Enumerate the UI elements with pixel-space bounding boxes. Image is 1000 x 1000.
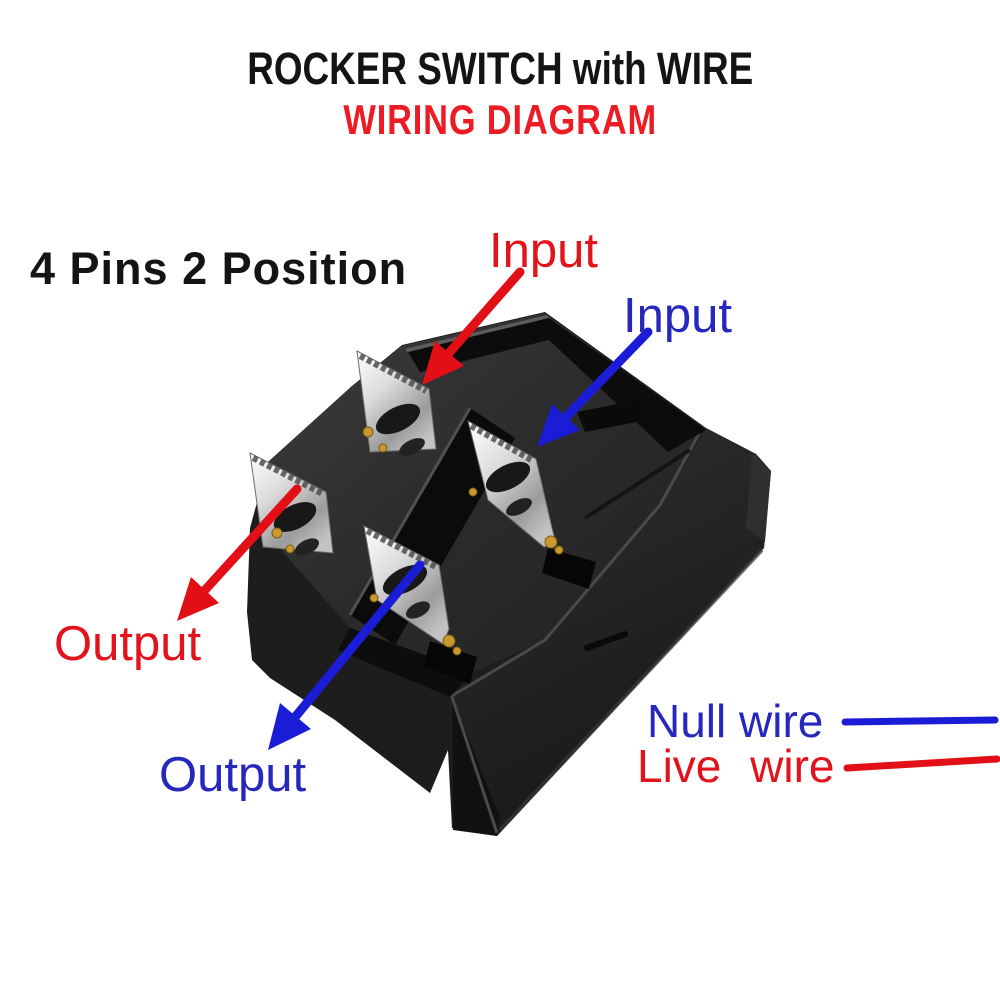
pin-left-hole-2 (294, 538, 320, 556)
pin-bottom-crimp-teeth (365, 528, 438, 570)
switch-side-notch (746, 452, 771, 542)
pin-bottom-solder (442, 634, 456, 648)
output-live-arrow-head (177, 577, 219, 621)
output-null-arrow-head (268, 703, 311, 750)
pin-top-left-solder-2 (378, 443, 388, 453)
annotation-arrows (177, 267, 1000, 772)
input-null-label: Input (623, 289, 732, 343)
pin-top-left-hole (375, 403, 421, 435)
pin-top-left-crimp-teeth (358, 353, 428, 394)
switch-back-wall-face (408, 318, 706, 452)
input-live-arrow-head (422, 341, 464, 385)
pin-position-heading: 4 Pins 2 Position (30, 243, 407, 294)
pin-bottom-solder-2 (452, 646, 462, 656)
switch-crease-highlight (449, 431, 702, 699)
output-live-label: Output (54, 617, 201, 671)
pin-top-left-hole-2 (399, 438, 425, 456)
live-wire-line (843, 755, 1000, 772)
switch-divider-top-edge (348, 407, 472, 616)
pin-top-left (356, 350, 437, 456)
switch-flange-dash (584, 631, 628, 651)
pin-left-plate (249, 452, 334, 554)
input-null-arrow-head (537, 404, 580, 447)
pin-top-left-solder (362, 426, 374, 438)
switch-slot-top (577, 400, 646, 432)
switch-flange-rim (498, 548, 764, 832)
output-live-arrow-line (200, 484, 302, 595)
live-wire-label: Live wire (637, 740, 835, 792)
title-block: ROCKER SWITCH with WIRE WIRING DIAGRAM 4… (30, 44, 753, 294)
null-wire-line (841, 716, 999, 726)
pin-left-hole (273, 502, 317, 532)
switch-rib-highlight (450, 696, 499, 834)
input-live-arrow-line (444, 267, 525, 358)
input-live-label: Input (489, 224, 598, 278)
pin-left-crimp-teeth (251, 455, 325, 497)
annotation-labels: Input Input Output Output Null wire Live… (54, 224, 835, 802)
pin-left-solder (271, 527, 283, 539)
switch-pocket-slot-bottom (424, 641, 477, 684)
pin-bottom-hole-2 (405, 601, 431, 619)
pin-right-hole (485, 461, 531, 493)
output-null-arrow-line (291, 560, 425, 721)
switch-pocket-slot-right (542, 548, 596, 589)
input-null-arrow-line (561, 327, 653, 422)
null-wire-label: Null wire (647, 695, 823, 747)
page-title: ROCKER SWITCH with WIRE (247, 44, 753, 94)
pin-right (467, 419, 564, 555)
switch-terminals (249, 350, 564, 656)
switch-pocket (338, 628, 473, 697)
pin-left (249, 452, 334, 556)
pin-right-hole-2 (506, 498, 532, 516)
pin-right-solder (544, 535, 558, 549)
pin-left-solder-2 (285, 544, 295, 554)
switch-flange-face (450, 428, 771, 836)
output-null-label: Output (159, 748, 306, 802)
pin-right-solder-3 (468, 487, 478, 497)
page-subtitle: WIRING DIAGRAM (343, 97, 657, 144)
switch-groove-line (583, 448, 692, 520)
pin-bottom-solder-3 (369, 593, 379, 603)
pin-right-crimp-teeth (469, 423, 535, 464)
pin-right-solder-2 (554, 545, 564, 555)
